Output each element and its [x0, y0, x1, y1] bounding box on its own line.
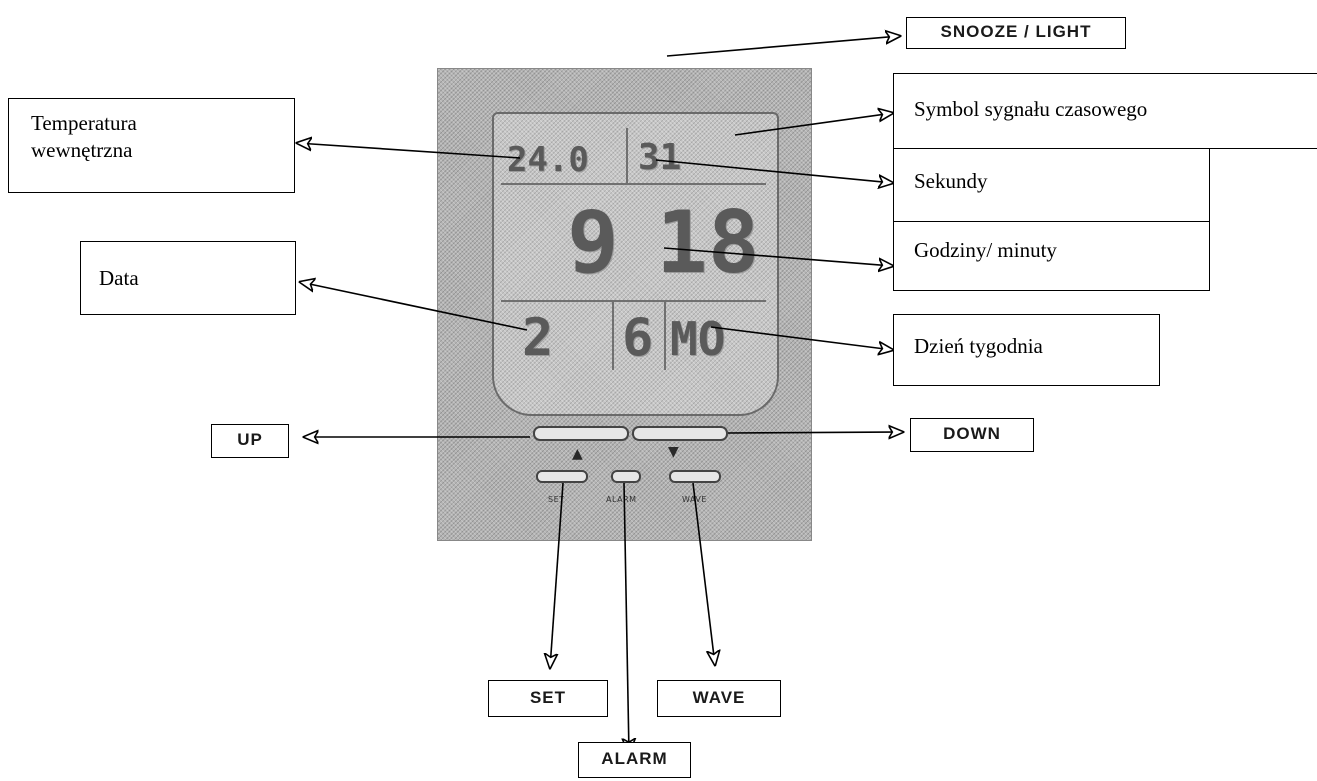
arrow-date: [300, 282, 528, 331]
weekday-value: MO: [670, 312, 726, 366]
label-down: DOWN: [910, 418, 1034, 452]
arrow-hours-minutes: [663, 247, 893, 266]
up-button[interactable]: [533, 426, 629, 441]
arrow-seconds: [655, 159, 893, 183]
label-alarm: ALARM: [578, 742, 691, 778]
up-triangle-icon: ▲: [572, 446, 583, 462]
label-hours-minutes: Godziny/ minuty: [893, 221, 1210, 291]
lcd-screen: [492, 112, 779, 416]
label-snooze-light: SNOOZE / LIGHT: [906, 17, 1126, 49]
label-indoor-temperature-line1: Temperatura: [31, 111, 137, 135]
label-indoor-temperature-line2: wewnętrzna: [31, 138, 133, 162]
label-weekday: Dzień tygodnia: [893, 314, 1160, 386]
set-button[interactable]: [536, 470, 588, 483]
lcd-divider: [664, 302, 666, 370]
lcd-divider: [501, 300, 766, 302]
hours-value: 9: [567, 193, 619, 293]
indoor-temperature-value: 24.0: [507, 140, 589, 180]
set-caption: SET: [548, 495, 565, 504]
alarm-button[interactable]: [611, 470, 641, 483]
label-set: SET: [488, 680, 608, 717]
wave-button[interactable]: [669, 470, 721, 483]
label-time-signal-symbol: Symbol sygnału czasowego: [893, 73, 1317, 149]
arrow-wave: [692, 482, 715, 665]
lcd-divider: [501, 183, 766, 185]
minutes-value: 18: [656, 193, 760, 293]
label-seconds: Sekundy: [893, 148, 1210, 222]
arrow-weekday: [710, 326, 893, 350]
down-button[interactable]: [632, 426, 728, 441]
arrow-time-signal: [734, 113, 893, 136]
lcd-divider: [626, 128, 628, 183]
arrow-alarm: [624, 482, 629, 753]
arrow-down: [727, 432, 903, 433]
seconds-value: 31: [638, 137, 682, 178]
label-indoor-temperature: Temperatura wewnętrzna: [8, 98, 295, 193]
alarm-caption: ALARM: [606, 495, 637, 504]
arrow-indoor-temperature: [297, 143, 521, 159]
date-month-value: 6: [622, 308, 654, 368]
lcd-divider: [612, 302, 614, 370]
arrow-set: [550, 482, 564, 668]
arrow-snooze-light: [666, 36, 900, 57]
date-day-value: 2: [522, 308, 554, 368]
down-triangle-icon: ▼: [668, 444, 679, 460]
label-date: Data: [80, 241, 296, 315]
label-wave: WAVE: [657, 680, 781, 717]
label-up: UP: [211, 424, 289, 458]
